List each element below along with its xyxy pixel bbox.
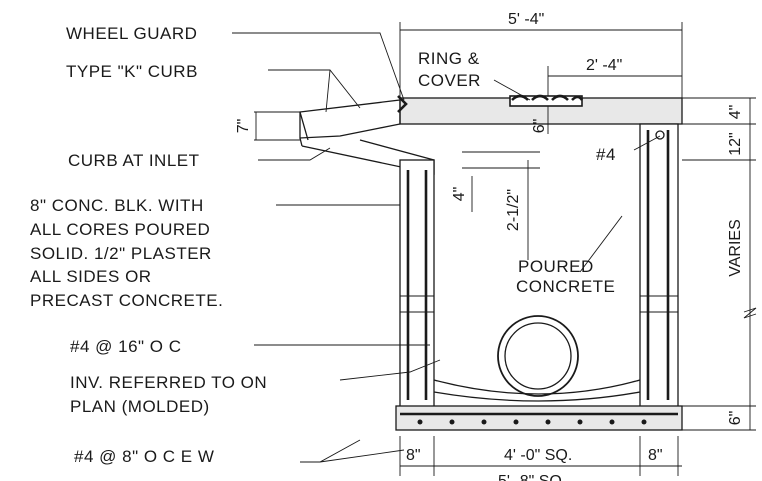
label-rebar-8-ocew: #4 @ 8" O C E W [74,447,214,466]
dim-left-wall: 8" [406,447,421,464]
label-wheel-guard: WHEEL GUARD [66,24,197,43]
label-curb-at-inlet: CURB AT INLET [68,151,200,170]
label-conc-blk-line4: ALL SIDES OR [30,267,152,286]
label-ring-cover-line1: RING & [418,49,480,68]
label-conc-blk-line3: SOLID. 1/2" PLASTER [30,244,212,263]
label-invert-line2: PLAN (MOLDED) [70,397,210,416]
bottom-slab [395,405,683,431]
right-wall [639,123,679,409]
label-ring-cover-line2: COVER [418,71,481,90]
dim-curb-height: 7" [235,119,252,134]
ring-and-cover [509,94,584,107]
label-rebar-4: #4 [596,145,616,164]
label-poured-concrete-line2: CONCRETE [516,277,615,296]
label-conc-blk-line1: 8" CONC. BLK. WITH [30,196,204,215]
dim-bottom-overall: 5' -8" SQ. [498,473,566,481]
dim-cover-6: 6" [531,119,548,134]
invert-curve [433,379,641,395]
dim-top-slab: 4" [727,105,744,120]
leader-wheel-guard [232,32,405,101]
wheel-guard [397,95,408,113]
label-poured-concrete-line1: POURED [518,257,594,276]
label-type-k-curb: TYPE "K" CURB [66,62,198,81]
dim-varies: VARIES [727,219,744,277]
dim-inside-square: 4' -0" SQ. [504,447,572,464]
label-rebar-16-oc: #4 @ 16" O C [70,337,182,356]
dim-cover-offset: 2' -4" [586,57,622,74]
dim-right-wall: 8" [648,447,663,464]
dim-curb-4: 4" [451,187,468,202]
label-conc-blk-line2: ALL CORES POURED [30,220,210,239]
dim-overall-width: 5' -4" [508,11,544,28]
dim-curb-drop: 2-1/2" [505,189,522,231]
label-conc-blk-line5: PRECAST CONCRETE. [30,291,223,310]
left-wall [399,159,435,409]
label-invert-line1: INV. REFERRED TO ON [70,373,267,392]
dim-slab-depth: 12" [727,132,744,155]
pipe [497,315,579,397]
dim-bottom-slab: 6" [727,411,744,426]
